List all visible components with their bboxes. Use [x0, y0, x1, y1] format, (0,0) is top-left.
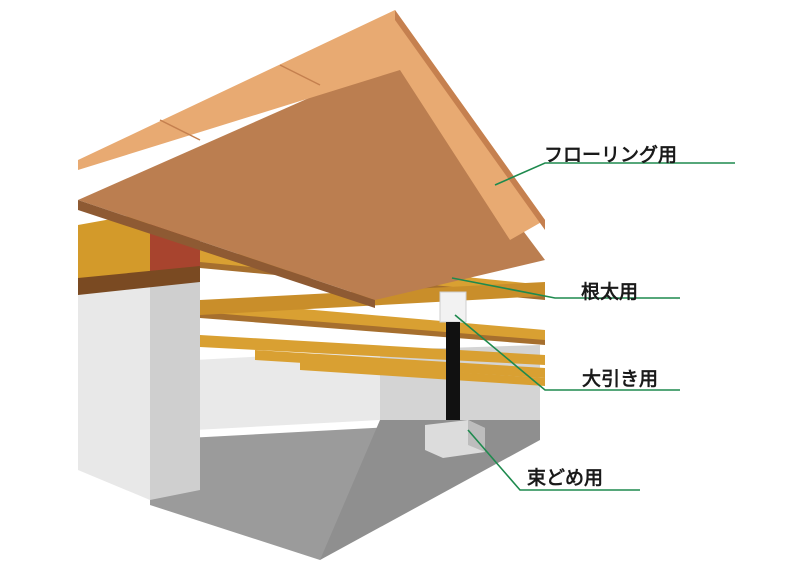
leader-obiki — [454, 314, 680, 391]
leader-tsuka — [467, 429, 640, 491]
leader-neda — [451, 277, 680, 299]
foundation-left-side — [150, 278, 200, 500]
label-tsuka: 束どめ用 — [527, 467, 604, 489]
leader-lines — [451, 162, 735, 491]
flooring-board — [78, 10, 545, 240]
foundation-left-front — [78, 285, 150, 500]
subfloor-panel-edge — [78, 200, 375, 308]
floor-post — [446, 322, 460, 420]
label-obiki: 大引き用 — [582, 368, 659, 390]
label-flooring: フローリング用 — [544, 144, 678, 166]
sill-beam-base — [78, 266, 200, 295]
flooring-board-edge — [395, 10, 545, 230]
ground-slab-right — [320, 420, 540, 560]
subfloor-panel — [78, 60, 545, 300]
flooring-seam — [279, 64, 321, 86]
flooring-seam — [159, 119, 201, 141]
label-neda: 根太用 — [581, 281, 639, 303]
leader-flooring — [494, 162, 735, 186]
post-bracket — [439, 291, 467, 323]
